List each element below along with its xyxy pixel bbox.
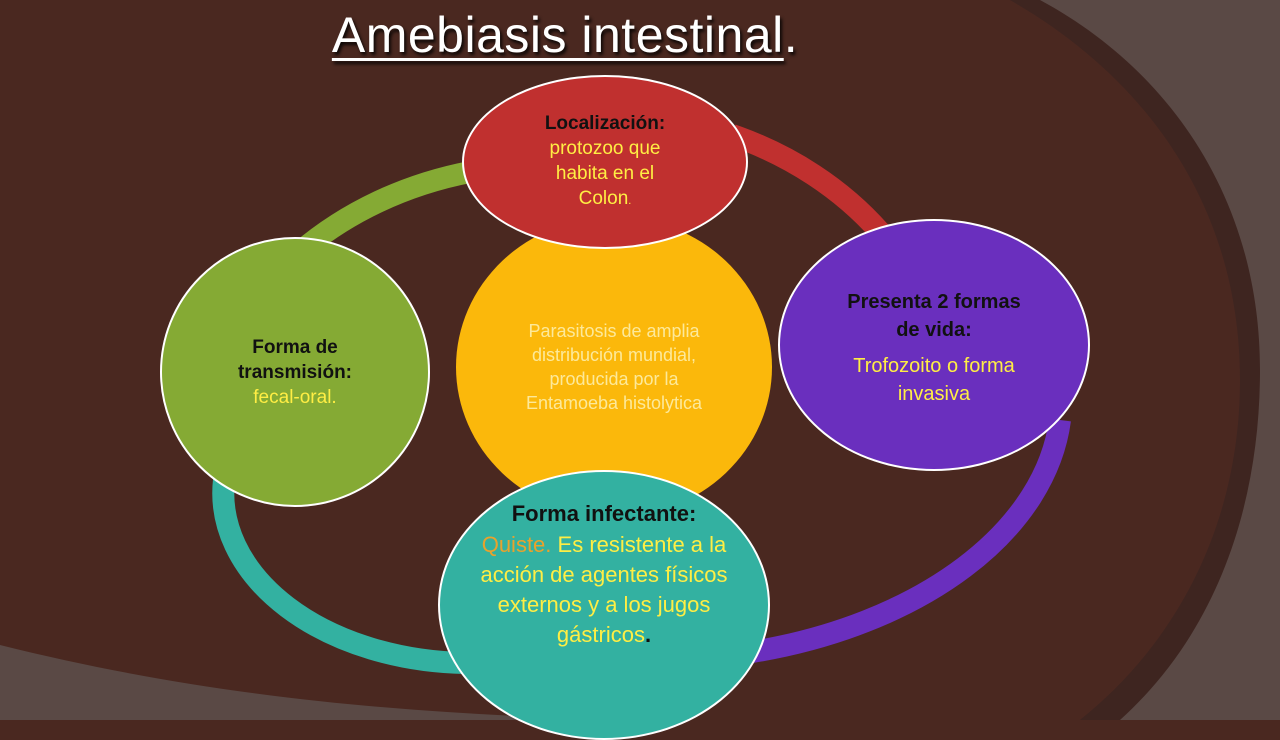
infective-highlight: Quiste. — [481, 532, 552, 557]
center-node: Parasitosis de amplia distribución mundi… — [456, 217, 772, 517]
location-trail: . — [628, 194, 632, 207]
title-period: . — [783, 7, 799, 63]
title-main: Amebiasis intestinal — [331, 7, 784, 63]
node-life-forms: Presenta 2 formas de vida: Trofozoito o … — [778, 219, 1090, 471]
transmission-text: fecal-oral. — [253, 386, 337, 408]
infective-trail: . — [644, 622, 652, 647]
transmission-heading: Forma de transmisión: — [237, 336, 353, 383]
slide-title: Amebiasis intestinal. — [0, 6, 1130, 64]
infective-text: Es resistente a la acción de agentes fís… — [480, 532, 728, 647]
location-heading: Localización: — [544, 112, 666, 134]
infective-heading: Forma infectante: — [511, 501, 697, 526]
ring-arc-purple — [750, 418, 1071, 663]
location-text-block: protozoo que habita en el Colon. — [530, 136, 680, 214]
node-location: Localización: protozoo que habita en el … — [462, 75, 748, 249]
location-text: protozoo que habita en el Colon — [549, 137, 661, 209]
infective-body: Quiste. Es resistente a la acción de age… — [479, 530, 729, 650]
life-forms-heading: Presenta 2 formas de vida: — [847, 291, 1021, 341]
node-transmission: Forma de transmisión: fecal-oral. — [160, 237, 430, 507]
ring-arc-teal — [212, 478, 466, 674]
node-infective-form: Forma infectante: Quiste. Es resistente … — [438, 470, 770, 740]
ring-arc-red — [728, 124, 889, 240]
life-forms-text: Trofozoito o forma invasiva — [853, 355, 1015, 405]
center-text: Parasitosis de amplia distribución mundi… — [525, 321, 703, 413]
